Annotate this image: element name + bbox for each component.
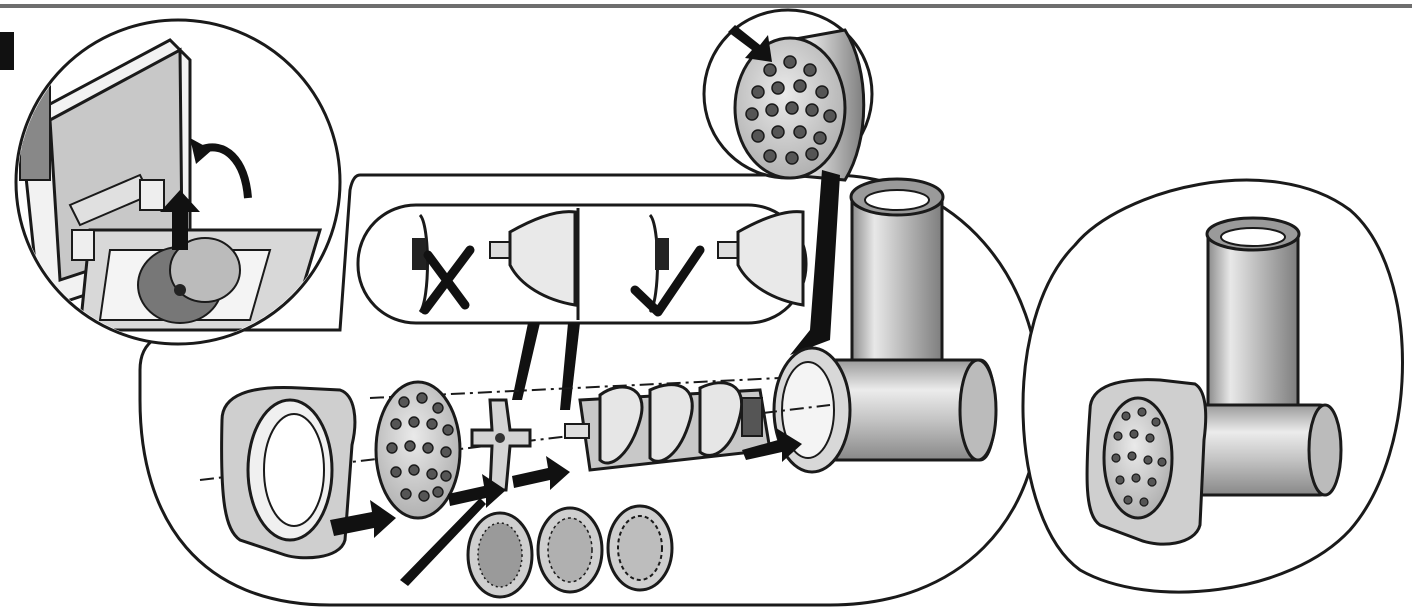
alternate-plates	[466, 504, 674, 599]
grinder-body	[772, 177, 998, 474]
auger-screw	[564, 381, 772, 472]
correct-orientation	[630, 210, 805, 317]
grinding-plate	[374, 380, 462, 520]
top-rule	[0, 4, 1412, 8]
step-number-marker: 1	[0, 32, 14, 70]
arrow-icon	[330, 428, 802, 586]
plate-holes	[745, 55, 837, 165]
down-arrow-icon	[728, 25, 772, 62]
lid-detail-circle	[14, 18, 342, 346]
up-arrow-icon	[160, 190, 200, 250]
check-mark-icon	[630, 245, 705, 317]
ring-nut	[220, 386, 357, 560]
blade-orientation-inset	[356, 203, 808, 410]
plate-detail-circle	[702, 8, 874, 355]
assembled-grinder-circle	[1021, 178, 1404, 594]
incorrect-orientation	[412, 210, 577, 315]
cross-mark-icon	[420, 245, 475, 315]
